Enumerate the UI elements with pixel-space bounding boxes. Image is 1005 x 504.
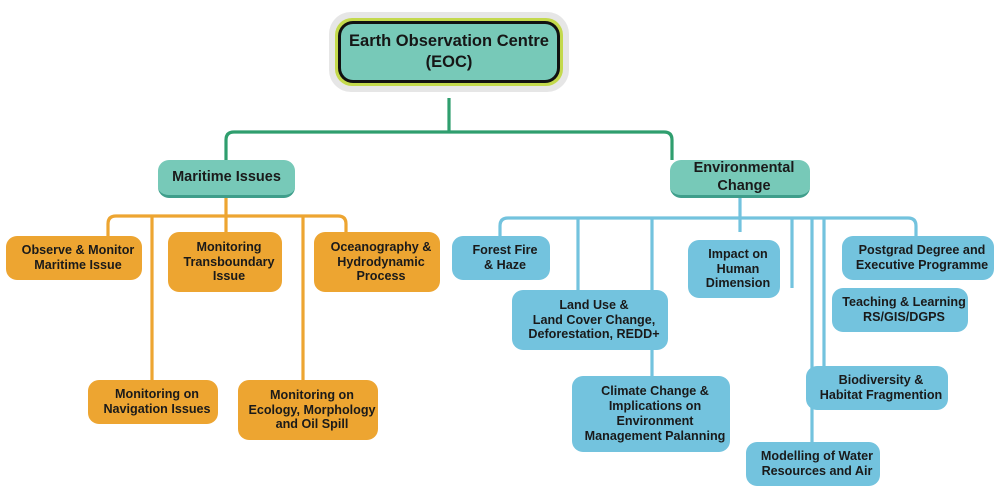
node-observe-monitor-maritime[interactable]: Observe & Monitor Maritime Issue xyxy=(6,236,142,280)
node-monitoring-ecology[interactable]: Monitoring on Ecology, Morphology and Oi… xyxy=(238,380,378,440)
node-monitoring-transboundary-line2: Transboundary xyxy=(183,254,275,269)
node-monitoring-navigation[interactable]: Monitoring on Navigation Issues xyxy=(88,380,218,424)
node-oceanography-hydrodynamic-line2: Hydrodynamic xyxy=(337,254,425,269)
node-monitoring-ecology-line1: Monitoring on xyxy=(270,387,354,402)
node-forest-fire-haze[interactable]: Forest Fire & Haze xyxy=(452,236,550,280)
node-oceanography-hydrodynamic-line3: Process xyxy=(356,269,406,284)
node-forest-fire-haze-line2: & Haze xyxy=(484,258,526,272)
node-oceanography-hydrodynamic-line1: Oceanography & xyxy=(330,239,432,254)
node-monitoring-transboundary-line1: Monitoring xyxy=(196,239,262,254)
node-climate-change-implications[interactable]: Climate Change & Implications on Environ… xyxy=(572,376,730,452)
root-label-line1: Earth Observation xyxy=(349,32,493,51)
node-climate-change-implications-line2: Implications on xyxy=(608,399,702,414)
node-monitoring-transboundary[interactable]: Monitoring Transboundary Issue xyxy=(168,232,282,292)
root-label-line2: Centre (EOC) xyxy=(425,32,549,71)
node-oceanography-hydrodynamic[interactable]: Oceanography & Hydrodynamic Process xyxy=(314,232,440,292)
node-climate-change-implications-line1: Climate Change & xyxy=(601,384,709,399)
node-postgrad-executive[interactable]: Postgrad Degree and Executive Programme xyxy=(842,236,994,280)
node-maritime-issues-label: Maritime Issues xyxy=(172,168,281,185)
node-climate-change-implications-line4: Management Palanning xyxy=(584,428,726,443)
node-monitoring-navigation-line2: Navigation Issues xyxy=(103,402,211,416)
root-ring-black: Earth Observation Centre (EOC) xyxy=(338,21,560,83)
maritime-connectors xyxy=(106,196,348,380)
node-teaching-learning-line2: RS/GIS/DGPS xyxy=(863,310,945,324)
node-modelling-water-resources[interactable]: Modelling of Water Resources and Air xyxy=(746,442,880,486)
node-land-use-cover-change-line3: Deforestation, REDD+ xyxy=(528,327,660,342)
node-teaching-learning-line1: Teaching & Learning xyxy=(842,295,966,310)
node-observe-monitor-maritime-line1: Observe & Monitor xyxy=(21,243,135,258)
node-teaching-learning[interactable]: Teaching & Learning RS/GIS/DGPS xyxy=(832,288,968,332)
node-environmental-change[interactable]: Environmental Change xyxy=(670,160,810,198)
node-land-use-cover-change[interactable]: Land Use & Land Cover Change, Deforestat… xyxy=(512,290,668,350)
node-biodiversity-habitat-line2: Habitat Fragmention xyxy=(819,388,943,402)
root-connectors xyxy=(224,98,674,160)
node-postgrad-executive-line1: Postgrad Degree and xyxy=(858,243,986,258)
node-monitoring-navigation-line1: Monitoring on xyxy=(115,387,199,402)
node-monitoring-ecology-line2: Ecology, Morphology xyxy=(248,402,376,417)
node-root-eoc[interactable]: Earth Observation Centre (EOC) xyxy=(329,12,569,92)
node-postgrad-executive-line2: Executive Programme xyxy=(855,258,989,272)
node-forest-fire-haze-line1: Forest Fire xyxy=(472,243,538,258)
node-impact-human-dimension-line1: Impact on xyxy=(708,246,768,261)
node-climate-change-implications-line3: Environment xyxy=(616,414,694,428)
node-biodiversity-habitat[interactable]: Biodiversity & Habitat Fragmention xyxy=(806,366,948,410)
node-observe-monitor-maritime-line2: Maritime Issue xyxy=(34,258,122,272)
node-modelling-water-resources-line1: Modelling of Water xyxy=(760,449,874,464)
node-land-use-cover-change-line1: Land Use & xyxy=(559,297,629,312)
node-impact-human-dimension[interactable]: Impact on Human Dimension xyxy=(688,240,780,298)
node-maritime-issues[interactable]: Maritime Issues xyxy=(158,160,295,198)
node-monitoring-transboundary-line3: Issue xyxy=(212,269,246,284)
node-modelling-water-resources-line2: Resources and Air xyxy=(761,464,873,478)
node-impact-human-dimension-line2: Human xyxy=(716,261,760,276)
node-impact-human-dimension-line3: Dimension xyxy=(705,276,771,291)
node-environmental-change-label-line2: Change xyxy=(717,177,771,194)
root-ring-lime: Earth Observation Centre (EOC) xyxy=(335,18,563,86)
node-land-use-cover-change-line2: Land Cover Change, xyxy=(532,312,656,327)
root-label: Earth Observation Centre (EOC) xyxy=(341,24,557,80)
node-biodiversity-habitat-line1: Biodiversity & xyxy=(838,373,924,388)
node-monitoring-ecology-line3: and Oil Spill xyxy=(275,417,349,432)
node-environmental-change-label-line1: Environmental xyxy=(693,160,795,177)
